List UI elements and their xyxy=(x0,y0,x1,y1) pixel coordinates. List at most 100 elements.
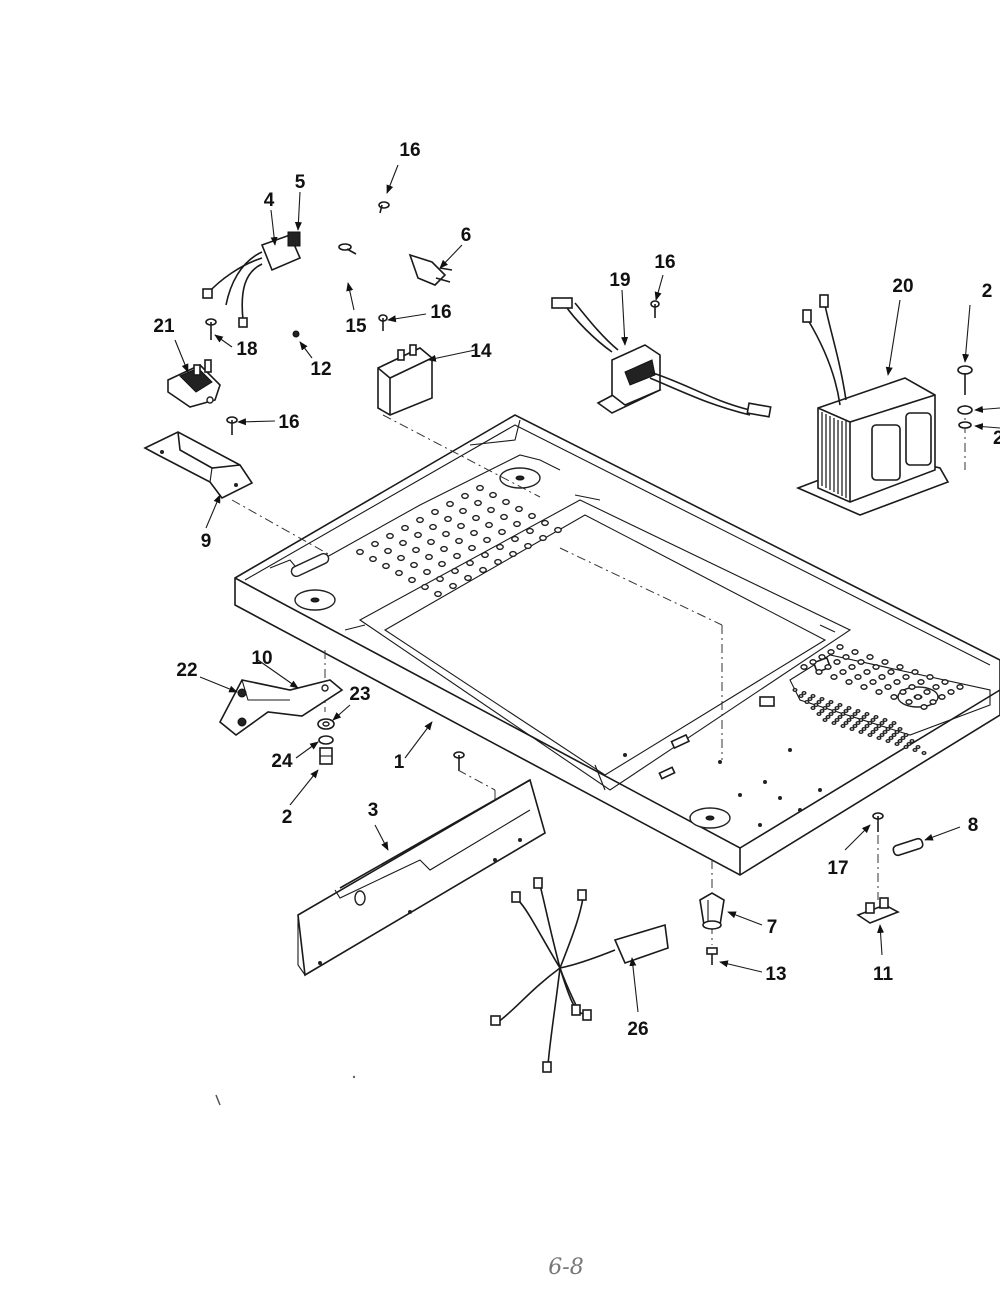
perforation-hole xyxy=(878,674,886,680)
perforation-hole xyxy=(807,696,813,702)
perforation-hole xyxy=(489,491,497,499)
perforation-hole xyxy=(815,669,823,675)
fuse-holder-11 xyxy=(856,897,900,924)
perforation-hole xyxy=(885,738,891,744)
perforation-hole xyxy=(399,539,407,547)
perforation-hole xyxy=(899,689,907,695)
perforation-hole xyxy=(834,705,840,711)
nut-12 xyxy=(292,330,300,338)
callout-17: 17 xyxy=(827,858,848,879)
perforation-hole xyxy=(881,659,889,665)
perforation-hole xyxy=(487,506,495,514)
perforation-hole xyxy=(472,514,480,522)
perforation-hole xyxy=(818,654,826,660)
perforation-hole xyxy=(900,735,906,741)
perforation-hole xyxy=(932,684,940,690)
perforation-hole xyxy=(909,738,915,744)
perforation-hole xyxy=(869,679,877,685)
perforation-hole xyxy=(476,484,484,492)
perforation-hole xyxy=(466,559,474,567)
fuse-8 xyxy=(892,837,924,857)
handwritten-note: 6-8 xyxy=(548,1255,583,1280)
perforation-hole xyxy=(831,708,837,714)
perforation-hole xyxy=(483,536,491,544)
relay-14 xyxy=(377,344,433,416)
perforation-hole xyxy=(912,747,918,753)
nut-23 xyxy=(317,718,335,730)
perforation-hole xyxy=(917,679,925,685)
perforation-hole xyxy=(914,694,922,700)
perforation-hole xyxy=(502,498,510,506)
callout-13: 13 xyxy=(765,964,786,985)
perforation-hole xyxy=(911,669,919,675)
callout-2: 2 xyxy=(282,807,293,828)
transformer-20 xyxy=(795,294,950,516)
perforation-hole xyxy=(813,702,819,708)
perforation-hole xyxy=(876,735,882,741)
perforation-hole xyxy=(828,711,834,717)
perforation-hole xyxy=(509,550,517,558)
perforation-hole xyxy=(444,515,452,523)
callout-2: 2 xyxy=(982,281,993,302)
callout-5: 5 xyxy=(295,172,306,193)
perforation-hole xyxy=(416,516,424,524)
perforation-hole xyxy=(915,744,921,750)
foot-7 xyxy=(699,892,725,930)
perforation-hole xyxy=(810,705,816,711)
perforation-hole xyxy=(825,714,831,720)
perforation-hole xyxy=(470,529,478,537)
screw-22 xyxy=(237,688,247,698)
screw-13 xyxy=(706,947,718,965)
screw-16-transformer xyxy=(650,300,660,318)
callout-15: 15 xyxy=(345,316,367,337)
perforation-hole xyxy=(827,649,835,655)
perforation-hole xyxy=(852,711,858,717)
perforation-hole xyxy=(947,689,955,695)
perforation-hole xyxy=(541,519,549,527)
callout-7: 7 xyxy=(767,917,778,938)
perforation-hole xyxy=(906,741,912,747)
callout-26: 26 xyxy=(627,1019,648,1040)
perforation-hole xyxy=(824,664,832,670)
callout-12: 12 xyxy=(310,359,331,380)
perforation-hole xyxy=(840,723,846,729)
perforation-hole xyxy=(941,679,949,685)
perforation-hole xyxy=(526,527,534,535)
screw-16-top xyxy=(378,201,390,214)
perforation-hole xyxy=(837,702,843,708)
perforation-hole xyxy=(926,674,934,680)
perforation-hole xyxy=(397,554,405,562)
perforation-hole xyxy=(864,711,870,717)
perforation-hole xyxy=(849,726,855,732)
callout-14: 14 xyxy=(470,341,492,362)
perforation-hole xyxy=(410,561,418,569)
perforation-hole xyxy=(382,562,390,570)
callout-18: 18 xyxy=(236,339,257,360)
perforation-hole xyxy=(845,679,853,685)
perforation-hole xyxy=(882,717,888,723)
perforation-hole xyxy=(836,644,844,650)
perforation-hole xyxy=(894,729,900,735)
callout-8: 8 xyxy=(968,815,979,836)
perforation-hole xyxy=(798,693,804,699)
perforation-hole xyxy=(801,690,807,696)
callout-labels: 16 4 5 6 16 15 12 18 21 16 14 19 16 20 2… xyxy=(153,140,1000,1040)
perforation-hole xyxy=(897,738,903,744)
perforation-hole xyxy=(819,708,825,714)
perforation-hole xyxy=(897,726,903,732)
perforation-hole xyxy=(511,535,519,543)
perforation-hole xyxy=(885,726,891,732)
perforation-hole xyxy=(848,664,856,670)
thermostat-21 xyxy=(167,359,221,408)
perforation-hole xyxy=(384,547,392,555)
perforation-hole xyxy=(830,674,838,680)
perforation-hole xyxy=(849,714,855,720)
perforation-hole xyxy=(956,684,964,690)
callout-2: 2 xyxy=(993,428,1000,449)
perforation-hole xyxy=(442,530,450,538)
perforation-hole xyxy=(879,720,885,726)
perforation-hole xyxy=(867,720,873,726)
perforation-hole xyxy=(873,726,879,732)
perforation-hole xyxy=(903,732,909,738)
